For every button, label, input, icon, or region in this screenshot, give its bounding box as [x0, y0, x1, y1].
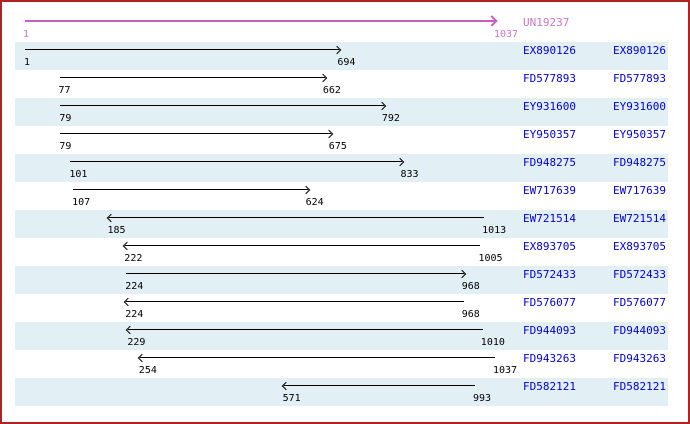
est-row: 254 1037 FD943263 FD943263	[2, 350, 688, 378]
est-row: 224 968 FD576077 FD576077	[2, 294, 688, 322]
row-shading	[15, 378, 668, 406]
est-id-link[interactable]: FD576077	[523, 296, 576, 309]
est-arrow	[123, 297, 464, 307]
est-start-coord: 79	[59, 113, 72, 124]
est-end-coord: 968	[461, 309, 480, 320]
est-start-coord: 224	[125, 281, 144, 292]
est-start-coord: 254	[138, 365, 157, 376]
est-id-link[interactable]: FD582121	[523, 380, 576, 393]
est-end-coord: 1005	[478, 253, 503, 264]
est-end-coord: 792	[381, 113, 400, 124]
est-row: 1 694 EX890126 EX890126	[2, 42, 688, 70]
est-row: 229 1010 FD944093 FD944093	[2, 322, 688, 350]
est-arrow	[60, 129, 334, 139]
row-shading	[15, 210, 668, 238]
est-end-coord: 662	[322, 85, 341, 96]
est-start-coord: 107	[72, 197, 91, 208]
est-row: 222 1005 EX893705 EX893705	[2, 238, 688, 266]
est-end-coord: 694	[337, 57, 356, 68]
est-id-link[interactable]: FD948275	[523, 156, 576, 169]
est-id-link-secondary[interactable]: FD572433	[613, 268, 666, 281]
est-id-link-secondary[interactable]: EY931600	[613, 100, 666, 113]
est-id-link-secondary[interactable]: EY950357	[613, 128, 666, 141]
est-end-coord: 1010	[480, 337, 505, 348]
est-end-coord: 968	[461, 281, 480, 292]
est-start-coord: 77	[58, 85, 71, 96]
est-id-link[interactable]: FD577893	[523, 72, 576, 85]
est-start-coord: 79	[59, 141, 72, 152]
est-id-link[interactable]: EW717639	[523, 184, 576, 197]
est-id-link[interactable]: EX890126	[523, 44, 576, 57]
row-shading	[15, 42, 668, 70]
est-end-coord: 1037	[493, 365, 518, 376]
est-row: 185 1013 EW721514 EW721514	[2, 210, 688, 238]
est-start-coord: 229	[127, 337, 146, 348]
est-arrow	[70, 157, 405, 167]
est-arrow	[106, 213, 485, 223]
est-row: 107 624 EW717639 EW717639	[2, 182, 688, 210]
est-row-list: 1 694 EX890126 EX890126 77 662 FD577893 …	[2, 42, 688, 406]
unigene-end-coord: 1037	[494, 29, 519, 40]
est-id-link-secondary[interactable]: EW717639	[613, 184, 666, 197]
est-id-link-secondary[interactable]: FD577893	[613, 72, 666, 85]
est-end-coord: 675	[328, 141, 347, 152]
est-start-coord: 101	[69, 169, 88, 180]
est-row: 79 675 EY950357 EY950357	[2, 126, 688, 154]
unigene-id-label: UN19237	[523, 16, 570, 29]
est-start-coord: 224	[125, 309, 144, 320]
est-id-link-secondary[interactable]: FD576077	[613, 296, 666, 309]
est-arrow	[126, 325, 483, 335]
est-arrow	[73, 185, 310, 195]
est-start-coord: 1	[24, 57, 31, 68]
row-shading	[15, 322, 668, 350]
est-arrow	[137, 353, 495, 363]
est-id-link[interactable]: EY931600	[523, 100, 576, 113]
est-id-link[interactable]: EY950357	[523, 128, 576, 141]
unigene-arrow	[25, 15, 498, 27]
est-end-coord: 624	[305, 197, 324, 208]
est-id-link-secondary[interactable]: FD948275	[613, 156, 666, 169]
unigene-row: 1 1037 UN19237	[2, 8, 688, 42]
est-row: 101 833 FD948275 FD948275	[2, 154, 688, 182]
row-shading	[15, 154, 668, 182]
est-row: 79 792 EY931600 EY931600	[2, 98, 688, 126]
est-id-link-secondary[interactable]: FD944093	[613, 324, 666, 337]
alignment-content: 1 1037 UN19237 1 694 EX890126 EX890126 7…	[2, 2, 688, 406]
est-arrow	[281, 381, 475, 391]
est-end-coord: 1013	[482, 225, 507, 236]
est-id-link[interactable]: EW721514	[523, 212, 576, 225]
unigene-start-coord: 1	[23, 29, 30, 40]
est-id-link-secondary[interactable]: EW721514	[613, 212, 666, 225]
est-start-coord: 185	[107, 225, 126, 236]
est-arrow	[59, 73, 328, 83]
est-arrow	[25, 45, 342, 55]
est-id-link[interactable]: EX893705	[523, 240, 576, 253]
row-shading	[15, 98, 668, 126]
est-end-coord: 993	[473, 393, 492, 404]
est-row: 224 968 FD572433 FD572433	[2, 266, 688, 294]
est-id-link-secondary[interactable]: FD582121	[613, 380, 666, 393]
est-id-link[interactable]: FD944093	[523, 324, 576, 337]
row-shading	[15, 266, 668, 294]
est-arrow	[60, 101, 387, 111]
est-row: 571 993 FD582121 FD582121	[2, 378, 688, 406]
est-arrow	[126, 269, 466, 279]
est-id-link[interactable]: FD943263	[523, 352, 576, 365]
est-start-coord: 571	[282, 393, 301, 404]
est-id-link-secondary[interactable]: EX890126	[613, 44, 666, 57]
est-arrow	[123, 241, 481, 251]
est-id-link[interactable]: FD572433	[523, 268, 576, 281]
est-end-coord: 833	[400, 169, 419, 180]
arrowhead-right-icon	[486, 15, 498, 27]
est-id-link-secondary[interactable]: EX893705	[613, 240, 666, 253]
est-row: 77 662 FD577893 FD577893	[2, 70, 688, 98]
est-id-link-secondary[interactable]: FD943263	[613, 352, 666, 365]
est-start-coord: 222	[124, 253, 143, 264]
